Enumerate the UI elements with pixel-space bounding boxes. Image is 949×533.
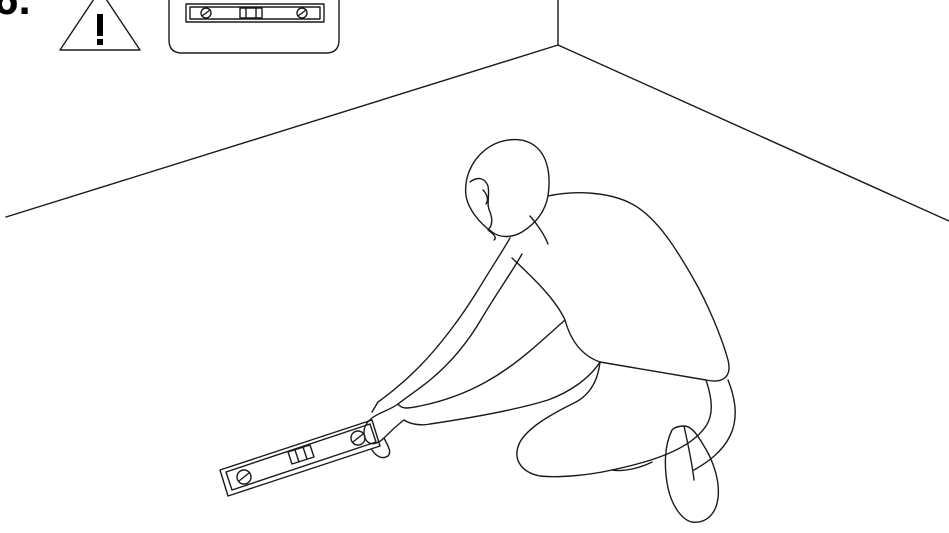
person-torso (512, 193, 729, 381)
kneeling-person (364, 140, 735, 523)
room-corner (6, 0, 949, 221)
floor-spirit-level (220, 420, 380, 496)
person-near-arm (398, 320, 565, 408)
step-number: 6. (0, 0, 31, 22)
person-far-arm (372, 238, 510, 412)
spirit-level-icon (169, 0, 339, 53)
person-head (466, 140, 549, 237)
warning-triangle-icon (60, 0, 140, 50)
person-legs (517, 362, 711, 477)
